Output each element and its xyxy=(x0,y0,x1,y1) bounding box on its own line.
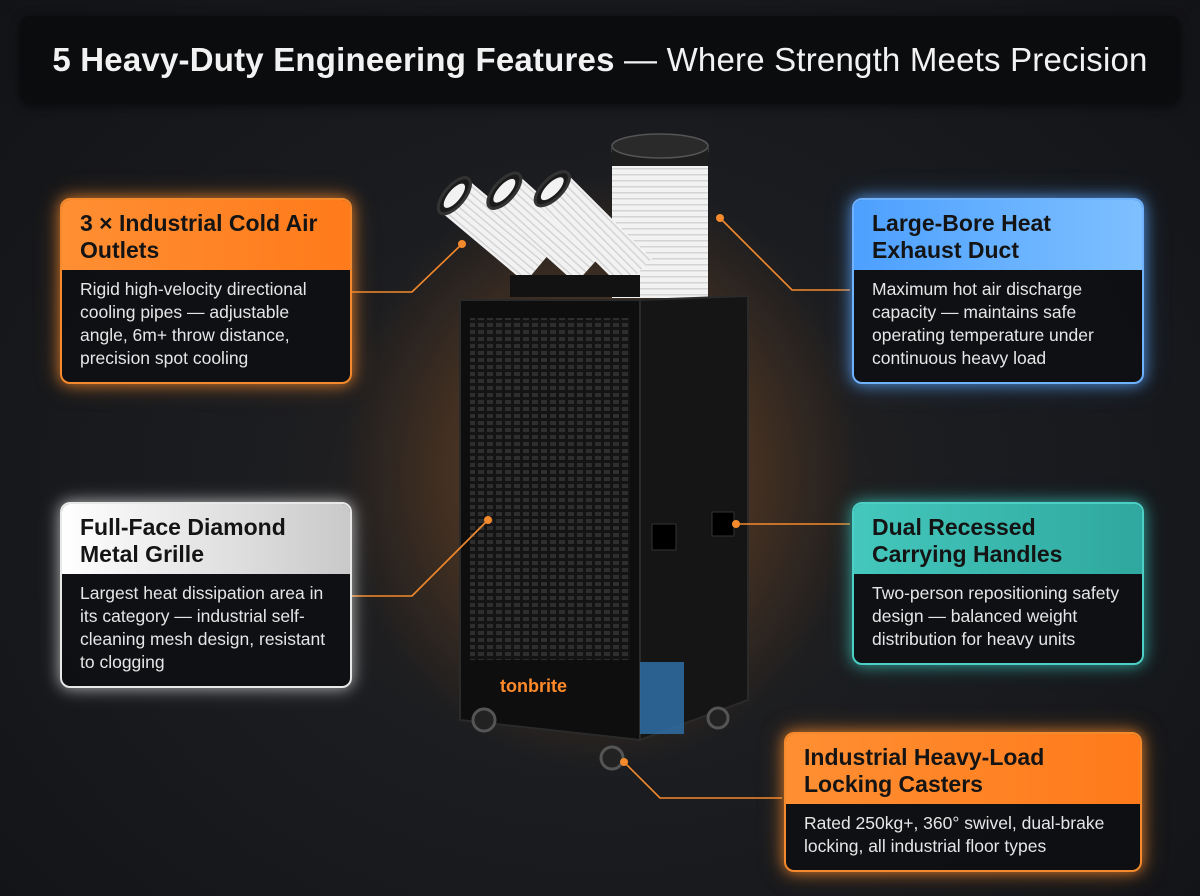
callout-dot-exhaust xyxy=(716,214,724,222)
feature-title: 3 × Industrial Cold Air Outlets xyxy=(62,200,350,270)
feature-card-exhaust: Large-Bore Heat Exhaust Duct Maximum hot… xyxy=(852,198,1144,384)
header-banner: 5 Heavy-Duty Engineering Features — Wher… xyxy=(20,16,1180,104)
feature-title: Industrial Heavy-Load Locking Casters xyxy=(786,734,1140,804)
feature-card-outlets: 3 × Industrial Cold Air Outlets Rigid hi… xyxy=(60,198,352,384)
caster-front-right xyxy=(599,745,625,771)
feature-title: Large-Bore Heat Exhaust Duct xyxy=(854,200,1142,270)
feature-body: Rated 250kg+, 360° swivel, dual-brake lo… xyxy=(804,813,1105,856)
feature-title: Full-Face Diamond Metal Grille xyxy=(62,504,350,574)
callout-line-casters xyxy=(623,761,782,799)
callout-dot-grille xyxy=(484,516,492,524)
feature-body: Rigid high-velocity directional cooling … xyxy=(80,279,307,368)
caster-rear-right xyxy=(706,706,730,730)
handle-left xyxy=(651,523,677,551)
brand-logo: tonbrite xyxy=(500,676,567,696)
callout-dot-outlets xyxy=(458,240,466,248)
feature-title: Dual Recessed Carrying Handles xyxy=(854,504,1142,574)
cold-air-outlets xyxy=(436,170,652,297)
caster-front-left xyxy=(471,707,497,733)
callout-line-outlets xyxy=(350,243,463,293)
callout-dot-handles xyxy=(732,520,740,528)
water-tank-window xyxy=(640,662,684,734)
page-title: 5 Heavy-Duty Engineering Features — Wher… xyxy=(52,41,1147,79)
handle-right xyxy=(711,511,735,537)
unit-body xyxy=(459,294,749,771)
exhaust-duct xyxy=(611,133,709,298)
callout-dot-casters xyxy=(620,758,628,766)
title-bold: 5 Heavy-Duty Engineering Features xyxy=(52,41,615,78)
callout-line-exhaust xyxy=(719,217,850,291)
feature-card-casters: Industrial Heavy-Load Locking Casters Ra… xyxy=(784,732,1142,872)
feature-card-handles: Dual Recessed Carrying Handles Two-perso… xyxy=(852,502,1144,665)
diamond-grille xyxy=(470,318,630,660)
feature-card-grille: Full-Face Diamond Metal Grille Largest h… xyxy=(60,502,352,688)
feature-body: Maximum hot air discharge capacity — mai… xyxy=(872,279,1094,368)
title-rest: — Where Strength Meets Precision xyxy=(614,41,1148,78)
feature-body: Largest heat dissipation area in its cat… xyxy=(80,583,326,672)
callout-line-grille xyxy=(350,519,489,597)
feature-body: Two-person repositioning safety design —… xyxy=(872,583,1120,649)
